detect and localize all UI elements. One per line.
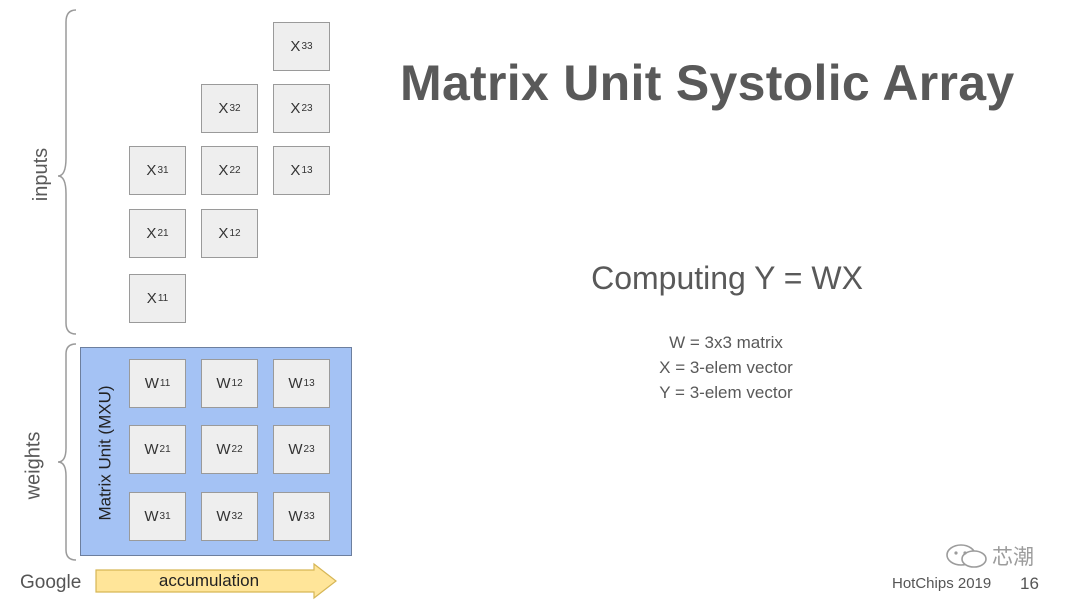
definition-w: W = 3x3 matrix <box>669 333 783 352</box>
inputs-label: inputs <box>30 147 53 201</box>
inputs-brace <box>57 9 77 335</box>
google-logo: Google <box>20 572 82 593</box>
watermark-text: 芯潮 <box>992 546 1034 569</box>
accumulation-label: accumulation <box>158 571 260 590</box>
definition-y: Y = 3-elem vector <box>659 383 793 402</box>
wechat-icon <box>946 544 987 568</box>
mxu-label: Matrix Unit (MXU) <box>96 385 115 521</box>
accumulation-arrow <box>95 562 337 600</box>
brace-graphics <box>57 9 77 561</box>
definition-x: X = 3-elem vector <box>659 358 793 377</box>
page-number: 16 <box>1020 574 1039 593</box>
slide-title: Matrix Unit Systolic Array <box>400 55 1015 111</box>
event-label: HotChips 2019 <box>892 575 992 592</box>
slide-subtitle: Computing Y = WX <box>591 260 863 296</box>
weights-brace <box>57 343 77 561</box>
